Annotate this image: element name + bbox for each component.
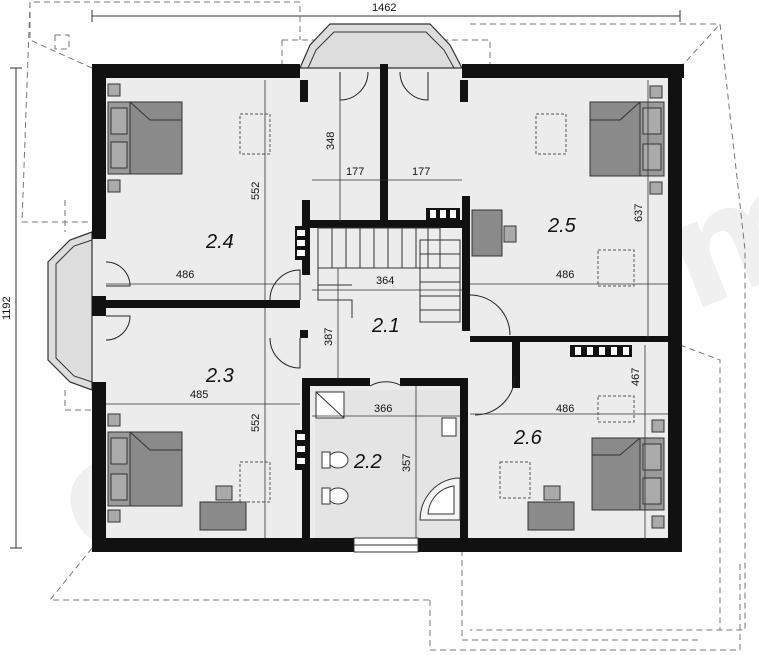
bay-window-left bbox=[47, 231, 93, 391]
dim-486a: 486 bbox=[176, 269, 194, 281]
overall-dimension-vertical bbox=[10, 67, 22, 549]
bed-room-2-6 bbox=[591, 419, 665, 529]
desks bbox=[199, 209, 575, 531]
room-label-2-2: 2.2 bbox=[353, 451, 382, 473]
bed-room-2-5 bbox=[589, 85, 665, 195]
dim-177a: 177 bbox=[346, 166, 364, 178]
room-label-2-1: 2.1 bbox=[371, 315, 400, 337]
dim-348: 348 bbox=[325, 132, 337, 150]
radiators bbox=[295, 208, 632, 470]
overall-dimension-horizontal bbox=[91, 10, 681, 22]
dim-387: 387 bbox=[323, 328, 335, 346]
bathroom-fixtures bbox=[315, 391, 461, 521]
dim-552-top: 552 bbox=[250, 182, 262, 200]
room-label-2-4: 2.4 bbox=[205, 231, 234, 253]
dim-552-bottom: 552 bbox=[250, 414, 262, 432]
dim-486b: 486 bbox=[556, 269, 574, 281]
room-label-2-5: 2.5 bbox=[547, 215, 577, 237]
bay-window-top bbox=[299, 23, 463, 69]
overall-width-label: 1462 bbox=[372, 2, 396, 14]
room-label-2-3: 2.3 bbox=[205, 365, 234, 387]
dim-357: 357 bbox=[401, 454, 413, 472]
staircase bbox=[317, 227, 461, 323]
dashed-furniture bbox=[239, 113, 635, 503]
doors bbox=[105, 71, 516, 416]
dim-467: 467 bbox=[630, 368, 642, 386]
dim-177b: 177 bbox=[412, 166, 430, 178]
outer-walls bbox=[92, 64, 684, 552]
dimension-lines bbox=[106, 80, 668, 540]
dim-637: 637 bbox=[633, 204, 645, 222]
dim-485: 485 bbox=[190, 389, 208, 401]
dim-364: 364 bbox=[376, 275, 394, 287]
bed-room-2-3 bbox=[107, 413, 183, 523]
overall-height-label: 1192 bbox=[1, 296, 13, 320]
dim-366: 366 bbox=[374, 403, 392, 415]
dim-486c: 486 bbox=[556, 403, 574, 415]
bed-room-2-4 bbox=[107, 83, 183, 193]
room-label-2-6: 2.6 bbox=[513, 427, 543, 449]
